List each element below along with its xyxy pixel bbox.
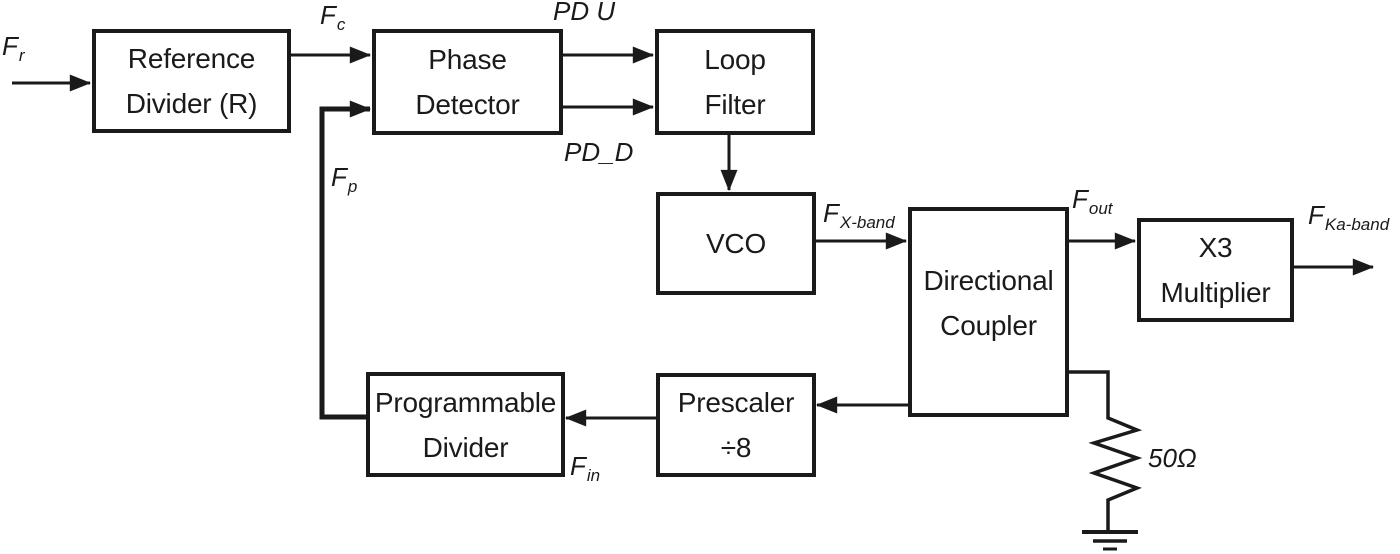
block-reference-divider-line1: Reference [127, 43, 256, 74]
block-prescaler-line2: ÷8 [720, 432, 752, 463]
label-pd-d-text: PD_D [564, 137, 634, 167]
block-prescaler: Prescaler ÷8 [656, 373, 816, 477]
block-programmable-divider: Programmable Divider [366, 372, 565, 477]
block-reference-divider-line2: Divider (R) [125, 88, 258, 119]
label-fp-sub: p [347, 177, 358, 196]
block-loop-filter-line2: Filter [704, 89, 766, 120]
block-directional-coupler-line2: Coupler [940, 310, 1037, 341]
label-fin: Fin [570, 451, 601, 485]
block-x3-multiplier-line2: Multiplier [1160, 277, 1271, 308]
block-programmable-divider-line2: Divider [422, 431, 509, 463]
label-50ohm: 50Ω [1148, 445, 1197, 471]
block-phase-detector-line1: Phase [428, 44, 507, 75]
label-fr-base: F [2, 31, 18, 61]
block-prescaler-line1: Prescaler [677, 387, 795, 418]
block-programmable-divider-line1: Programmable [374, 386, 557, 418]
block-phase-detector-line2: Detector [415, 89, 520, 120]
label-fin-base: F [570, 451, 586, 481]
block-directional-coupler-line1: Directional [923, 265, 1054, 296]
label-fc-base: F [320, 0, 336, 30]
label-50ohm-text: 50Ω [1148, 443, 1197, 473]
label-fc: Fc [320, 0, 346, 34]
label-pd-d: PD_D [564, 139, 633, 165]
ground-symbol [1082, 530, 1138, 551]
feedback-fp-line [319, 100, 372, 420]
label-fc-sub: c [336, 15, 346, 34]
label-fx-band: FX-band [823, 198, 895, 232]
label-pd-u: PD U [553, 0, 615, 24]
label-fp: Fp [331, 162, 358, 196]
label-fout: Fout [1072, 184, 1113, 218]
label-pd-u-text: PD U [553, 0, 616, 26]
label-fr-sub: r [18, 46, 25, 65]
block-x3-multiplier: X3 Multiplier [1137, 218, 1294, 322]
label-fr: Fr [2, 31, 25, 65]
label-fout-sub: out [1088, 199, 1113, 218]
block-reference-divider: Reference Divider (R) [92, 29, 291, 133]
block-directional-coupler: Directional Coupler [908, 207, 1069, 417]
block-phase-detector: Phase Detector [372, 29, 563, 135]
block-vco: VCO [656, 192, 816, 295]
label-fx-band-base: F [823, 198, 839, 228]
block-loop-filter-line1: Loop [704, 44, 766, 75]
label-fin-sub: in [586, 466, 601, 485]
label-fx-band-sub: X-band [839, 213, 895, 232]
block-loop-filter: Loop Filter [655, 29, 815, 135]
label-fout-base: F [1072, 184, 1088, 214]
label-fka-band-sub: Ka-band [1324, 215, 1390, 234]
block-vco-line1: VCO [705, 228, 767, 259]
label-fp-base: F [331, 162, 347, 192]
label-fka-band-base: F [1308, 200, 1324, 230]
resistor-symbol [1068, 370, 1143, 532]
label-fka-band: FKa-band [1308, 200, 1390, 234]
block-x3-multiplier-line1: X3 [1198, 232, 1233, 263]
